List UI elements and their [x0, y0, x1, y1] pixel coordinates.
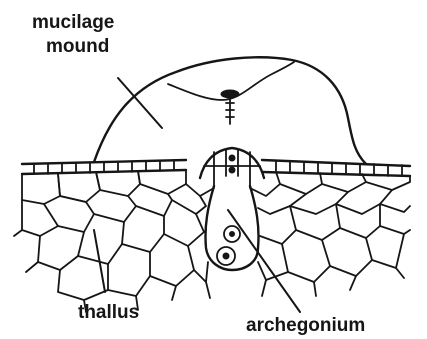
archegonium-leader-line	[228, 210, 300, 312]
archegonium-venter	[205, 186, 258, 270]
thallus-surface	[22, 160, 410, 176]
archegonium-label: archegonium	[246, 315, 365, 336]
mucilage-label-line2: mound	[46, 36, 109, 57]
neck-marker	[221, 90, 239, 124]
archegonium-neck	[200, 148, 264, 186]
thallus-label: thallus	[78, 302, 139, 323]
mucilage-mound-label: mucilage mound	[32, 12, 114, 57]
mucilage-leader-line	[118, 78, 162, 128]
mucilage-label-line1: mucilage	[32, 12, 114, 33]
